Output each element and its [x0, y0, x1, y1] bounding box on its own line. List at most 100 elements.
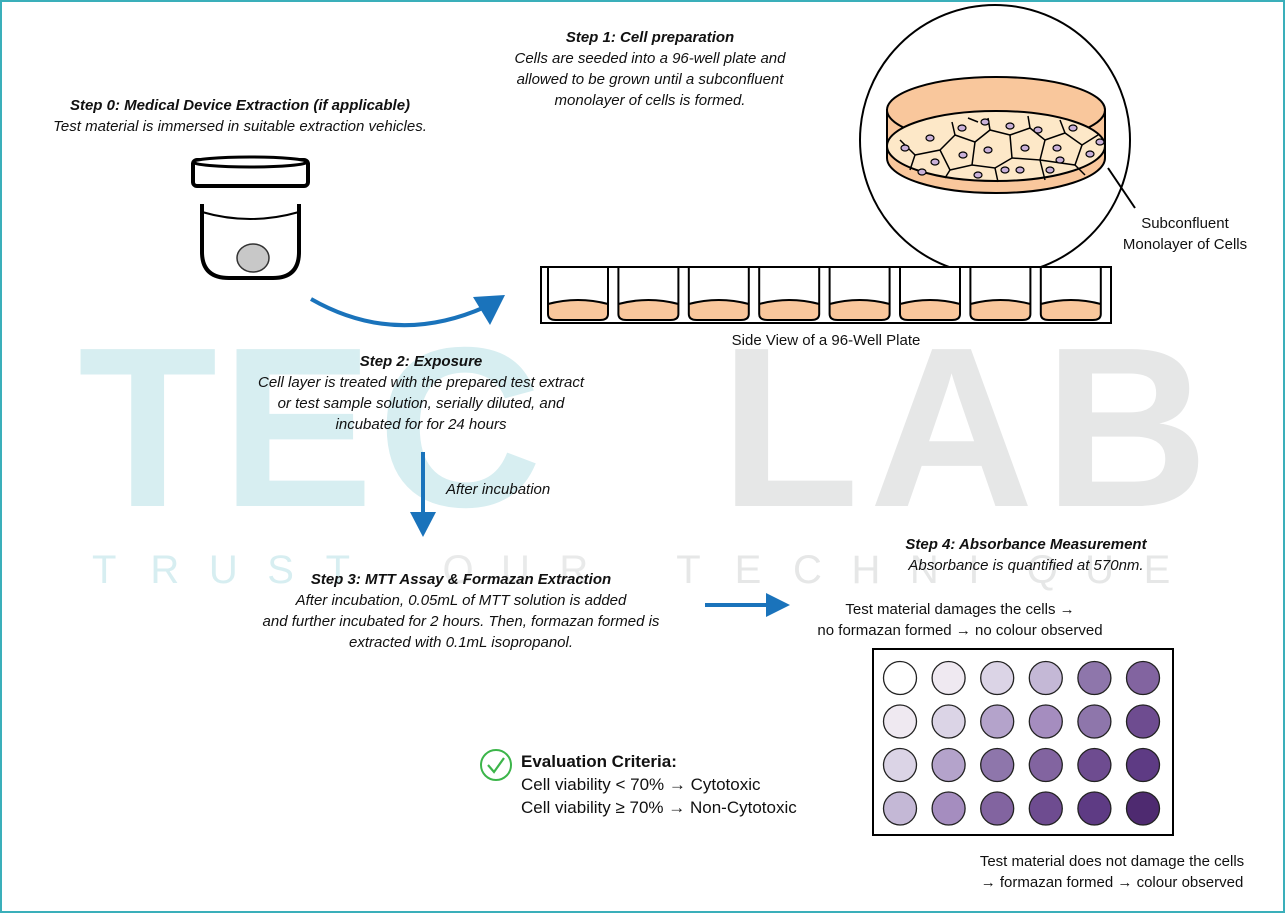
watermark-letter: U [1085, 548, 1115, 592]
step2-block: Step 2: Exposure Cell layer is treated w… [196, 352, 646, 435]
cell-nucleus [1033, 126, 1043, 134]
plate-well [931, 704, 966, 739]
cell-nucleus [1068, 124, 1078, 132]
checkmark-circle-icon [480, 749, 512, 781]
watermark-letter: U [500, 548, 530, 592]
step3-body-line-1: After incubation, 0.05mL of MTT solution… [295, 592, 627, 609]
cell-nucleus [917, 168, 927, 176]
step1-body-line-1: Cells are seeded into a 96-well plate an… [514, 50, 786, 67]
cell-nucleus [1085, 150, 1095, 158]
plate-well [1125, 704, 1161, 739]
watermark-letter: N [909, 548, 939, 592]
cell-nucleus [983, 146, 993, 154]
cell-nucleus [1095, 138, 1105, 146]
step1-block: Step 1: Cell preparation Cells are seede… [500, 28, 800, 111]
cell-nucleus [973, 171, 983, 179]
damage-note-line-2: no formazan formed → no colour observed [817, 622, 1103, 639]
watermark-tec: TEC [78, 301, 546, 555]
after-incubation-label: After incubation [446, 481, 551, 498]
plate-well [931, 747, 966, 783]
evaluation-line-1: Cell viability < 70% → Cytotoxic [521, 775, 761, 794]
cell-nucleus [930, 158, 940, 166]
side-well [828, 268, 891, 321]
watermark-letter: R [559, 548, 589, 592]
step0-title: Step 0: Medical Device Extraction (if ap… [69, 97, 411, 114]
plate-well [931, 791, 966, 826]
watermark-letter: H [851, 548, 881, 592]
cell-nucleus [1000, 166, 1010, 174]
cell-nucleus [980, 118, 990, 126]
evaluation-block: Evaluation Criteria: Cell viability < 70… [521, 751, 797, 819]
watermark-letter: R [150, 548, 180, 592]
cell-nucleus [1005, 122, 1015, 130]
plate-well [882, 704, 918, 739]
plate-well [882, 791, 918, 826]
step3-body-line-3: extracted with 0.1mL isopropanol. [348, 634, 574, 651]
down-arrow-icon [410, 452, 436, 537]
step4-block: Step 4: Absorbance Measurement Absorbanc… [856, 535, 1196, 576]
watermark-letter: Q [1026, 548, 1058, 592]
callout-label-line-1: Subconfluent [1141, 215, 1229, 232]
cell-nucleus [925, 134, 935, 142]
watermark-letter: T [92, 548, 117, 592]
side-well [969, 268, 1032, 321]
plate-well [1125, 747, 1161, 783]
test-material-icon [236, 243, 270, 273]
watermark-letter: I [968, 548, 980, 592]
side-well [1039, 268, 1102, 321]
cell-nucleus [1045, 166, 1055, 174]
step2-body-line-2: or test sample solution, serially dilute… [277, 395, 565, 412]
cell-nucleus [900, 144, 910, 152]
cell-nucleus [1015, 166, 1025, 174]
plate-well [980, 704, 1015, 739]
step1-body-line-3: monolayer of cells is formed. [554, 92, 746, 109]
cell-nucleus [958, 151, 968, 159]
step4-body: Absorbance is quantified at 570nm. [908, 557, 1144, 574]
side-well [758, 268, 821, 321]
plate-well [1077, 660, 1112, 696]
curved-arrow-icon [310, 295, 505, 328]
step3-block: Step 3: MTT Assay & Formazan Extraction … [186, 570, 736, 653]
step2-body-line-1: Cell layer is treated with the prepared … [258, 374, 584, 391]
watermark-letter: T [325, 548, 351, 592]
plate-well [980, 747, 1015, 783]
plate-well [882, 660, 918, 696]
plate-well [1028, 660, 1063, 696]
plate-frame [872, 648, 1174, 836]
cell-nucleus [1020, 144, 1030, 152]
plate-well [1028, 747, 1063, 783]
step1-title: Step 1: Cell preparation [565, 29, 735, 46]
well-plate-side-view [540, 266, 1112, 324]
cell-nucleus [1052, 144, 1062, 152]
damage-note-line-1: Test material damages the cells → [845, 601, 1075, 618]
side-well [687, 268, 750, 321]
plate-well [980, 791, 1015, 826]
plate-well [931, 660, 966, 696]
step0-body: Test material is immersed in suitable ex… [53, 118, 427, 135]
step0-block: Step 0: Medical Device Extraction (if ap… [10, 96, 470, 137]
cell-nucleus [957, 124, 967, 132]
magnified-cell-monolayer-icon [859, 4, 1136, 302]
callout-label: Subconfluent Monolayer of Cells [1110, 213, 1260, 255]
plate-well [1125, 791, 1161, 826]
no-damage-note-line-1: Test material does not damage the cells [979, 853, 1245, 870]
plate-well [1077, 747, 1112, 783]
watermark-letter: C [793, 548, 822, 592]
watermark-letter: E [734, 548, 762, 592]
plate-well [1028, 791, 1063, 826]
watermark-letter: T [676, 548, 701, 592]
step1-body-line-2: allowed to be grown until a subconfluent [516, 71, 784, 88]
watermark-letter: U [208, 548, 238, 592]
side-well [899, 268, 961, 321]
well-plate-top-view [872, 648, 1174, 836]
extraction-jar-icon [191, 155, 310, 280]
watermark-letter: S [267, 548, 294, 592]
plate-well [980, 660, 1015, 696]
no-damage-note-line-2: → formazan formed → colour observed [980, 874, 1244, 891]
step3-title: Step 3: MTT Assay & Formazan Extraction [310, 571, 612, 588]
step3-body-line-2: and further incubated for 2 hours. Then,… [262, 613, 660, 630]
plate-well [1077, 704, 1112, 739]
evaluation-line-2: Cell viability ≥ 70% → Non-Cytotoxic [521, 798, 797, 817]
